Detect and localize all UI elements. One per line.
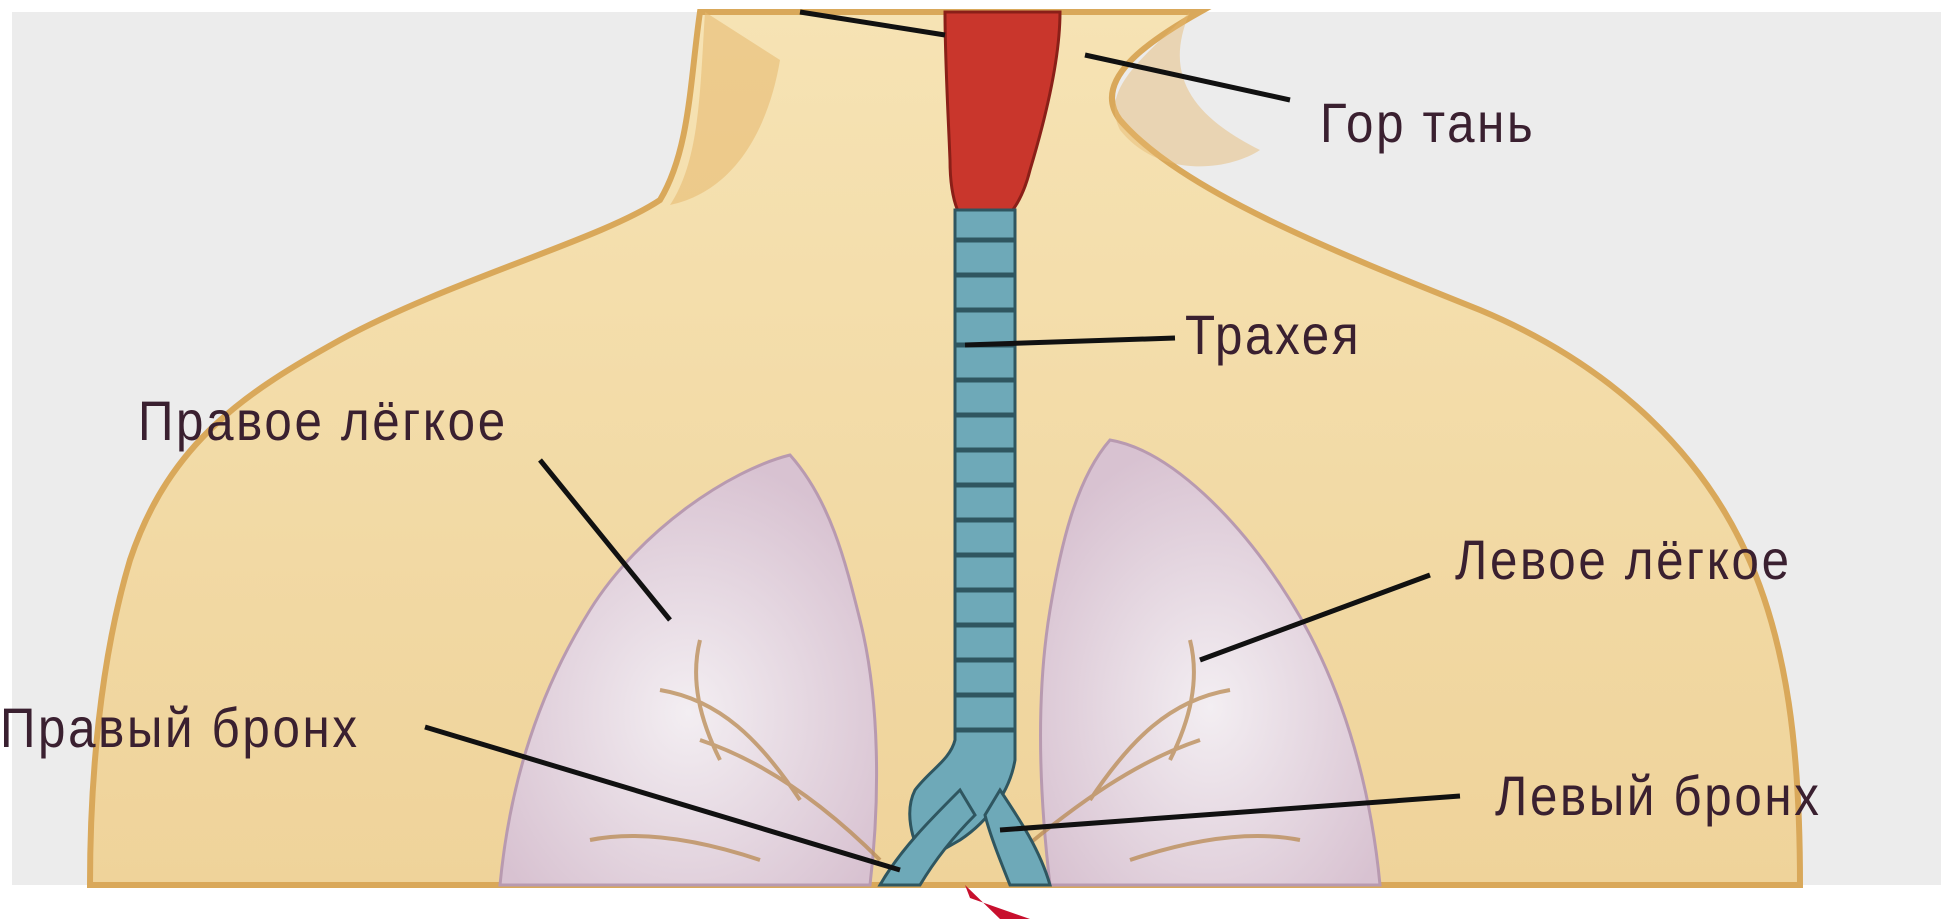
label-right-bronchus: Правый бронх (0, 700, 360, 756)
label-left-lung: Левое лёгкое (1455, 532, 1792, 588)
label-larynx: Гор тань (1320, 95, 1535, 151)
bottom-white-strip (0, 885, 1941, 919)
label-trachea: Трахея (1185, 307, 1361, 363)
label-left-bronchus: Левый бронх (1495, 768, 1822, 824)
label-right-lung: Правое лёгкое (138, 393, 508, 449)
